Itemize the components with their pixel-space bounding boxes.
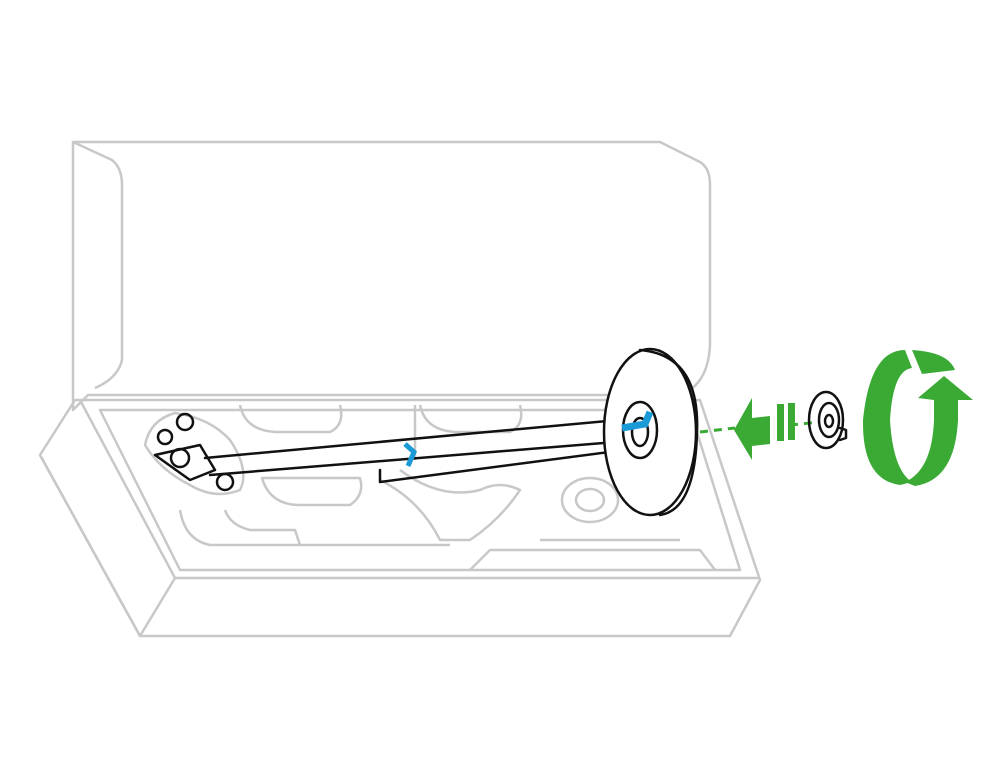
- rod: [203, 416, 642, 484]
- insert-arrow-icon: [699, 398, 821, 460]
- wheel-disc: [602, 347, 699, 517]
- handle-head: [143, 411, 245, 496]
- cap-part: [807, 390, 848, 450]
- packaging-box: [38, 140, 762, 638]
- rotate-arrow-icon: [862, 350, 973, 486]
